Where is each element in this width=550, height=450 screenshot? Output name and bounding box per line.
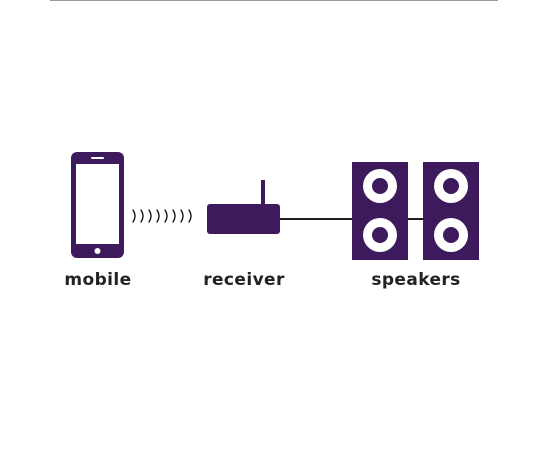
signal-arc (180, 209, 184, 223)
receiver-box-icon (207, 180, 280, 234)
signal-arc (188, 209, 192, 223)
mobile-label: mobile (64, 270, 132, 290)
wireless-signal-icon (132, 209, 192, 223)
signal-arc (164, 209, 168, 223)
woofer-cone (443, 178, 459, 194)
top-divider (50, 0, 498, 1)
receiver-label: receiver (203, 270, 285, 290)
signal-arc (156, 209, 160, 223)
speakers-label: speakers (371, 270, 461, 290)
signal-arc (140, 209, 144, 223)
woofer-cone (372, 178, 388, 194)
speaker-right (423, 162, 479, 260)
phone-screen (76, 164, 119, 244)
woofer-cone (443, 227, 459, 243)
phone-home-button (94, 248, 101, 254)
speaker-pair-icon (352, 162, 479, 260)
signal-arc (132, 209, 136, 223)
woofer-cone (372, 227, 388, 243)
receiver-body (207, 204, 280, 234)
phone-speaker-slot (91, 157, 104, 159)
signal-arc (148, 209, 152, 223)
signal-arc (172, 209, 176, 223)
receiver-antenna (261, 180, 265, 207)
speaker-left (352, 162, 408, 260)
smartphone-icon (71, 152, 124, 258)
